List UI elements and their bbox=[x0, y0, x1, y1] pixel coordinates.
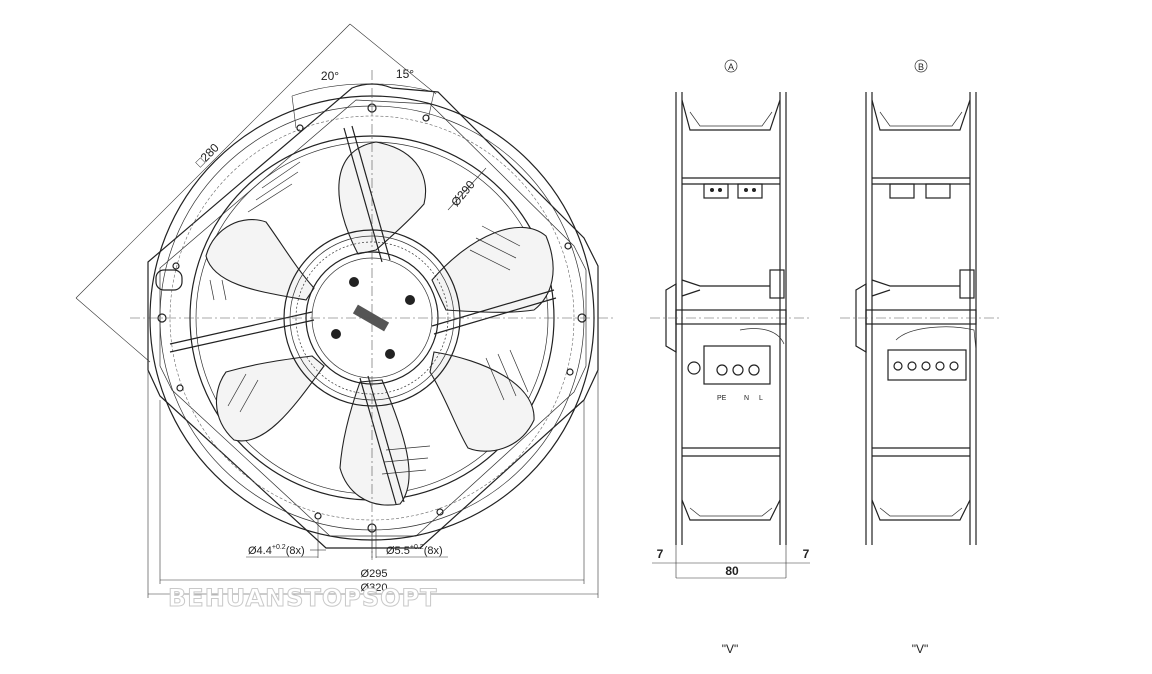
hole-large-diameter: Ø5.5 bbox=[386, 545, 410, 557]
fan-blades bbox=[205, 141, 554, 506]
front-view: □280 20° 15° Ø290 Ø4.4+0.2(8x) Ø5.5+0.2(… bbox=[75, 23, 614, 613]
angle-left-label: 20° bbox=[321, 69, 339, 83]
hole-small-diameter: Ø4.4 bbox=[248, 545, 272, 557]
fan-blade bbox=[431, 226, 554, 313]
dim-diameter-inner-label: Ø295 bbox=[361, 568, 388, 580]
fan-housing-inner-outline bbox=[159, 99, 587, 537]
terminal-block bbox=[703, 345, 771, 385]
fan-blade bbox=[215, 355, 325, 442]
svg-text:Ø5.5+0.2(8x): Ø5.5+0.2(8x) bbox=[386, 544, 443, 557]
hub-screw bbox=[331, 329, 341, 339]
marker-b: B bbox=[918, 62, 924, 72]
hub-screw bbox=[405, 295, 415, 305]
side-view-a: A PE N L 7 80 7 "V" bbox=[650, 59, 810, 656]
dim-left-label: 7 bbox=[657, 547, 664, 561]
angle-right-label: 15° bbox=[396, 67, 414, 81]
fan-housing-outline bbox=[147, 83, 599, 549]
hole-large-count: (8x) bbox=[424, 545, 443, 557]
hole-small-count: (8x) bbox=[286, 545, 305, 557]
hub-screw bbox=[385, 349, 395, 359]
terminal-block-b bbox=[887, 349, 967, 381]
dim-diameter-outer-label: Ø320 bbox=[361, 582, 388, 594]
svg-text:Ø4.4+0.2(8x): Ø4.4+0.2(8x) bbox=[248, 544, 305, 557]
view-label-b: "V" bbox=[912, 642, 929, 656]
terminal-label-n: N bbox=[744, 395, 749, 402]
hub-screw bbox=[349, 277, 359, 287]
dim-right-label: 7 bbox=[803, 547, 810, 561]
fan-blade bbox=[205, 219, 315, 301]
fan-blade bbox=[429, 351, 535, 452]
fan-blade bbox=[338, 141, 427, 255]
terminal-label-l: L bbox=[759, 395, 763, 402]
marker-a: A bbox=[728, 62, 734, 72]
hole-small-tolerance: +0.2 bbox=[272, 544, 286, 551]
fan-blade bbox=[339, 379, 410, 506]
side-view-b: B "V" bbox=[840, 59, 1000, 656]
cable-gland bbox=[155, 269, 183, 291]
dim-hole-small: Ø4.4+0.2(8x) bbox=[246, 520, 326, 558]
dim-hole-large: Ø5.5+0.2(8x) bbox=[371, 530, 448, 558]
hole-large-tolerance: +0.2 bbox=[410, 544, 424, 551]
watermark: BEHUANSTOPSOPT bbox=[168, 584, 437, 612]
dim-width-label: 80 bbox=[725, 564, 739, 578]
view-label-a: "V" bbox=[722, 642, 739, 656]
dim-square-label: □280 bbox=[193, 140, 222, 169]
terminal-label-pe: PE bbox=[717, 395, 727, 402]
support-struts bbox=[169, 125, 557, 505]
